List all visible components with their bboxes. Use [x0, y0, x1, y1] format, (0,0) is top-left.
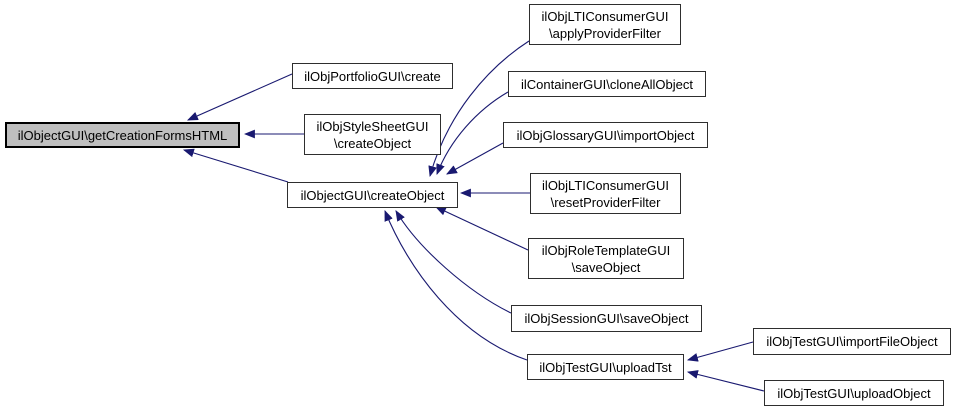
edge-role-template-save-object-to-create-object	[435, 206, 529, 251]
node-label-line1: ilObjLTIConsumerGUI	[542, 177, 669, 193]
edge-create-object-to-main	[182, 148, 289, 183]
edge-container-clone-all-object-to-create-object	[436, 91, 509, 176]
node-label-line1: ilObjStyleSheetGUI	[316, 118, 429, 134]
node-label-line2: \applyProviderFilter	[549, 25, 661, 41]
node-label: ilObjTestGUI\importFileObject	[766, 334, 938, 349]
node-portfolio-create[interactable]: ilObjPortfolioGUI\create	[292, 63, 453, 89]
node-test-upload-tst[interactable]: ilObjTestGUI\uploadTst	[527, 354, 684, 380]
node-test-import-file-object[interactable]: ilObjTestGUI\importFileObject	[753, 328, 951, 355]
node-label: ilObjPortfolioGUI\create	[304, 68, 441, 84]
node-label-line2: \createObject	[333, 135, 412, 151]
node-label-line1: ilObjLTIConsumerGUI	[541, 8, 669, 24]
node-role-template-save-object[interactable]: ilObjRoleTemplateGUI \saveObject	[528, 238, 684, 279]
node-label: ilObjTestGUI\uploadObject	[777, 385, 931, 401]
node-label: ilObjTestGUI\uploadTst	[539, 359, 672, 375]
node-label: ilContainerGUI\cloneAllObject	[521, 76, 693, 92]
edge-portfolio-create-to-main	[186, 73, 293, 121]
node-container-clone-all-object[interactable]: ilContainerGUI\cloneAllObject	[508, 71, 706, 97]
node-glossary-import-object[interactable]: ilObjGlossaryGUI\importObject	[503, 122, 708, 148]
node-label-line2: \saveObject	[571, 259, 641, 275]
edge-test-upload-object-to-test-upload-tst	[686, 370, 765, 392]
edge-glossary-import-object-to-create-object	[446, 142, 504, 175]
edge-test-import-file-object-to-test-upload-tst	[686, 341, 754, 362]
edge-session-save-object-to-create-object	[395, 210, 512, 314]
node-label: ilObjectGUI\createObject	[300, 187, 445, 203]
node-lti-apply-provider-filter[interactable]: ilObjLTIConsumerGUI \applyProviderFilter	[529, 4, 681, 45]
node-label: ilObjectGUI\getCreationFormsHTML	[17, 127, 228, 143]
node-label-line2: \resetProviderFilter	[550, 194, 661, 210]
node-label: ilObjSessionGUI\saveObject	[524, 311, 689, 326]
node-label-line1: ilObjRoleTemplateGUI	[541, 242, 671, 258]
node-lti-reset-provider-filter[interactable]: ilObjLTIConsumerGUI \resetProviderFilter	[530, 173, 681, 214]
node-stylesheet-create-object[interactable]: ilObjStyleSheetGUI \createObject	[304, 114, 441, 155]
node-session-save-object[interactable]: ilObjSessionGUI\saveObject	[511, 305, 702, 332]
node-create-object[interactable]: ilObjectGUI\createObject	[287, 182, 458, 208]
edge-test-upload-tst-to-create-object	[384, 209, 528, 361]
node-label: ilObjGlossaryGUI\importObject	[516, 127, 695, 143]
node-get-creation-forms-html[interactable]: ilObjectGUI\getCreationFormsHTML	[5, 122, 240, 148]
node-test-upload-object[interactable]: ilObjTestGUI\uploadObject	[764, 380, 944, 406]
